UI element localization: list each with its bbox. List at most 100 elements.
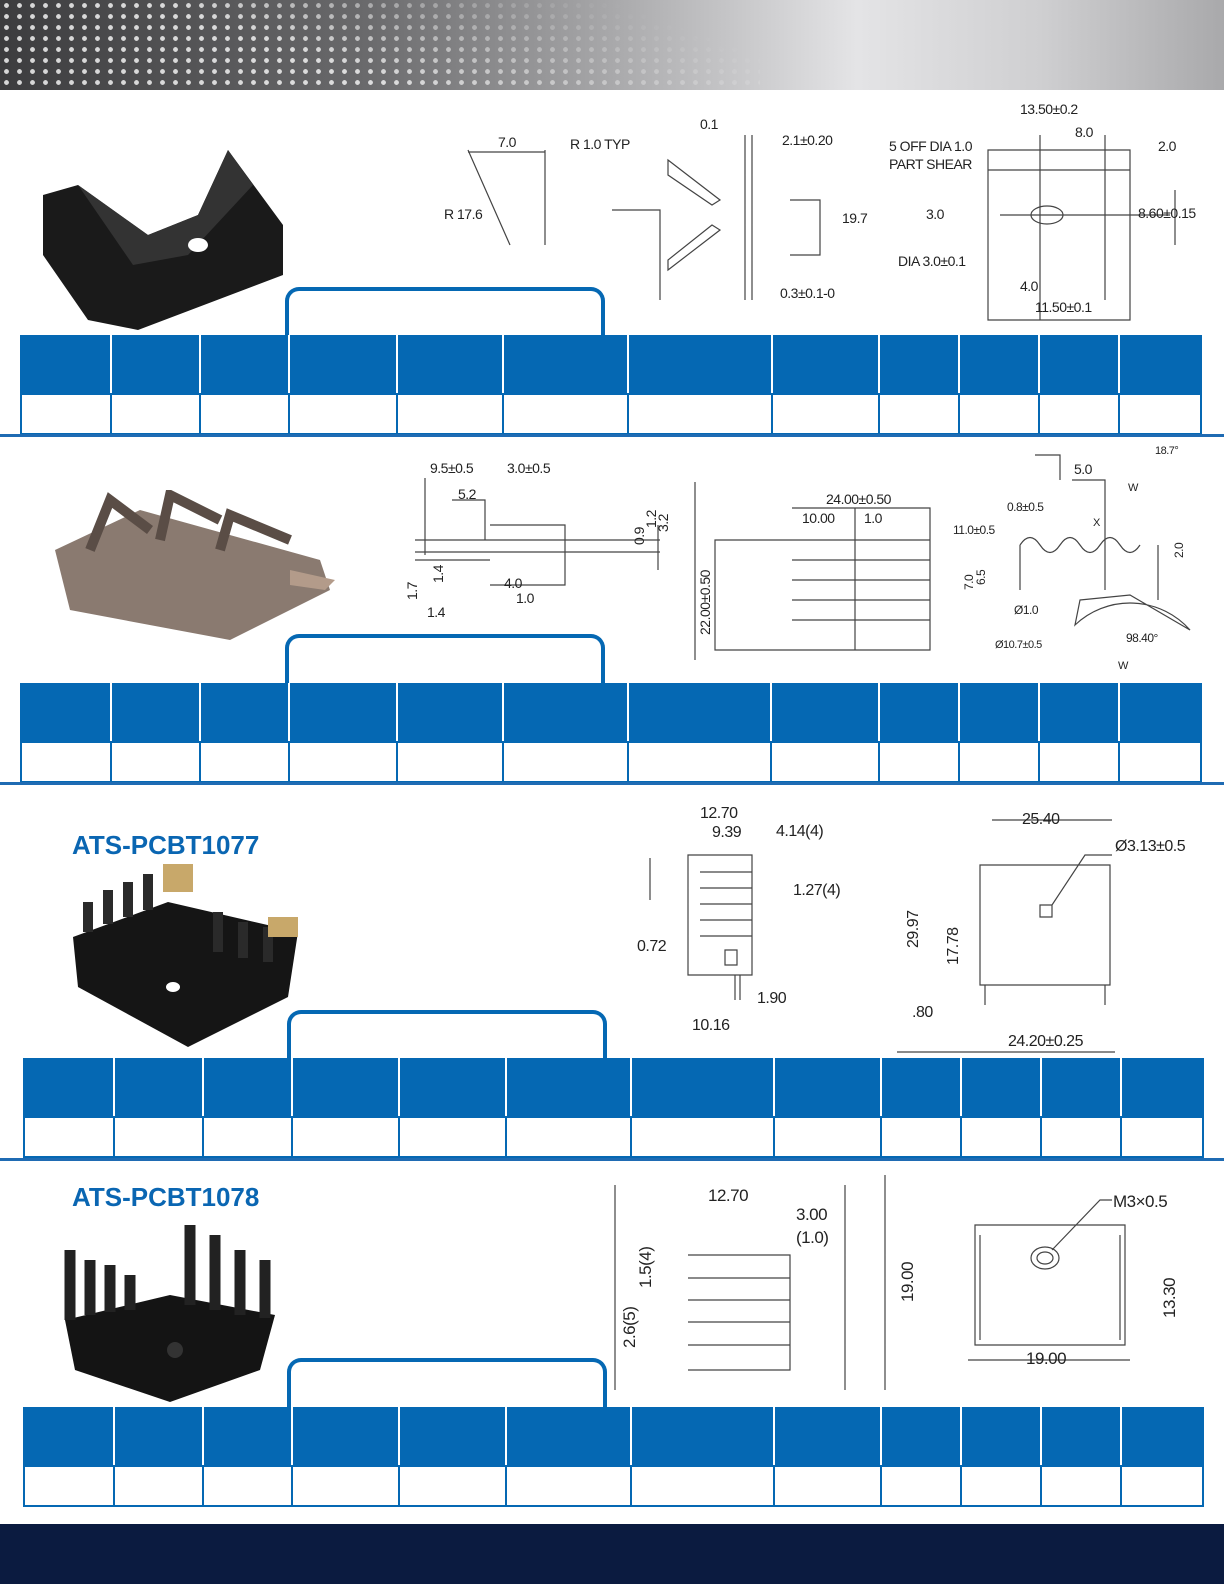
dim-label: 13.50±0.2 [1020,101,1078,117]
table-cell [775,1465,882,1505]
dim-label: .80 [912,1004,933,1021]
section-divider [0,782,1224,785]
dim-label: 2.0 [1158,138,1176,154]
product-title: ATS-PCBT1078 [72,1182,260,1212]
table-header-cell [960,683,1040,741]
table-cell [1042,1116,1122,1156]
dim-label: 4.0 [504,575,522,591]
table-header-cell [25,1407,115,1465]
dim-label: 13.30 [1160,1277,1179,1318]
table-header-cell [772,683,880,741]
table-cell [201,741,290,781]
table-cell [400,1465,507,1505]
table-cell [112,741,201,781]
table-header-cell [629,683,772,741]
dim-label: 0.1 [700,116,718,132]
table-header-cell [629,335,773,393]
dim-label: 0.72 [637,938,667,955]
dim-label: 5.2 [458,486,476,502]
dim-label: 4.14(4) [776,823,824,840]
table-cell [1040,741,1120,781]
table-cell [25,1116,115,1156]
table-header-cell [882,1058,962,1116]
dim-label: 3.00 [796,1205,828,1224]
table-cell [880,741,960,781]
dim-label: 19.00 [1026,1349,1067,1368]
table-cell [1122,1465,1202,1505]
table-header-cell [290,683,398,741]
dim-label: Ø3.13±0.5 [1115,838,1186,855]
dim-label: 10.00 [802,510,835,526]
table-cell [398,393,504,433]
table-tab-bracket [285,634,605,684]
dim-label: 7.0 [498,134,516,150]
dim-label: W [1118,660,1128,672]
dim-label: 24.00±0.50 [826,491,891,507]
dot-pattern [0,0,760,90]
table-tab-bracket [287,1358,607,1408]
dim-label: DIA 3.0±0.1 [898,253,966,269]
table-cell [504,393,629,433]
dim-label: 12.70 [700,805,738,822]
table-header-cell [115,1407,204,1465]
technical-drawing-1 [467,135,1176,321]
table-header-cell [507,1407,632,1465]
dim-label: 9.5±0.5 [430,460,474,476]
table-cell [293,1465,400,1505]
table-header-cell [632,1407,775,1465]
spec-table [23,1058,1204,1158]
dim-label: 19.00 [898,1261,917,1302]
dim-label: 1.27(4) [793,882,841,899]
table-header-cell [290,335,398,393]
table-header-cell [201,335,290,393]
dim-label: 10.16 [692,1017,730,1034]
spec-table [23,1407,1204,1507]
product-image-clip-heatsink [43,150,283,330]
dim-label: 2.1±0.20 [782,132,833,148]
dim-label: 5 OFF DIA 1.0 [889,138,972,154]
table-cell [882,1465,962,1505]
product-image-heatsink-1078 [64,1225,275,1402]
dim-label: 1.0 [516,590,534,606]
table-header-cell [1040,335,1120,393]
dim-label: 25.40 [1022,811,1060,828]
table-header-cell [1122,1058,1202,1116]
dim-label: 19.7 [842,210,868,226]
table-cell [772,741,880,781]
table-cell [204,1116,293,1156]
table-header-cell [504,335,629,393]
dim-label: 1.0 [864,510,882,526]
table-cell [773,393,880,433]
dim-label: 9.39 [712,824,742,841]
table-header-cell [400,1058,507,1116]
dim-label: 0.8±0.5 [1007,500,1044,514]
table-header-cell [293,1058,400,1116]
dim-label: 24.20±0.25 [1008,1033,1083,1050]
table-cell [629,393,773,433]
table-cell [112,393,201,433]
dim-label: PART SHEAR [889,156,972,172]
dim-label: M3×0.5 [1113,1192,1168,1211]
table-cell [22,741,112,781]
table-cell [25,1465,115,1505]
dim-label: 1.5(4) [636,1246,655,1288]
dim-label: R 1.0 TYP [570,136,630,152]
dim-label: 11.50±0.1 [1035,299,1092,315]
page-footer [0,1524,1224,1584]
table-cell [1040,393,1120,433]
table-header-cell [962,1407,1042,1465]
table-cell [201,393,290,433]
table-header-cell [1120,335,1200,393]
dim-label: 3.0±0.5 [507,460,551,476]
table-header-cell [204,1407,293,1465]
table-cell [1120,741,1200,781]
table-header-cell [22,335,112,393]
table-cell [1120,393,1200,433]
table-cell [632,1465,775,1505]
table-cell [775,1116,882,1156]
table-header-cell [398,335,504,393]
table-header-cell [882,1407,962,1465]
table-cell [115,1116,204,1156]
table-cell [1122,1116,1202,1156]
table-cell [290,741,398,781]
